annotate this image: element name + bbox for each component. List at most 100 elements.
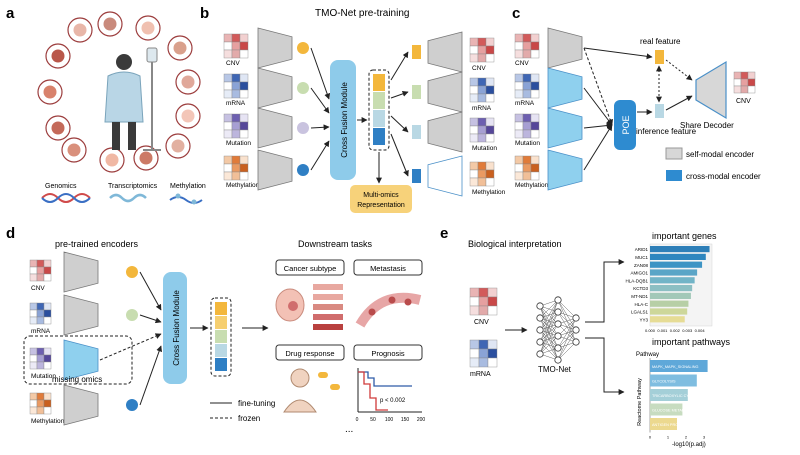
d-input-grid-3-cell: [29, 399, 38, 408]
pathway-xlabel: -log10(p.adj): [672, 442, 706, 448]
b-latent-dot-2: [297, 122, 309, 134]
methylation-icon: [169, 193, 203, 205]
net-edge: [557, 329, 577, 361]
b-input-grid-1-cell: [239, 73, 249, 83]
b-input-grid-1-cell: [223, 73, 233, 83]
e-input-grid-mrna-cell: [469, 348, 480, 359]
panel-label-b: b: [200, 5, 209, 22]
pathway-label-2: TRICARBOXYLIC CYCLE: [652, 394, 697, 398]
dna-icon-strand: [41, 193, 91, 203]
b-latent-dot-1: [297, 82, 309, 94]
inference-feature-label: inference feature: [636, 127, 697, 136]
d-input-grid-2-cell: [43, 347, 52, 356]
panel-d: pre-trained encoders CNVmRNAMutationMeth…: [23, 239, 426, 435]
c-input-grid-2-cell: [522, 121, 532, 131]
b-input-grid-0-cell: [231, 41, 241, 51]
b-dot-to-fusion-arrow: [310, 124, 330, 131]
b-output-grid-3: [469, 161, 495, 187]
km-x-tick: 0: [356, 417, 359, 423]
d-input-grid-1-cell: [43, 309, 52, 318]
b-decoder-1: [427, 71, 463, 113]
panel-b-title: TMO-Net pre-training: [315, 8, 409, 19]
d-input-grid-0-cell: [43, 273, 52, 282]
task-cancer-subtype: Cancer subtype: [284, 264, 337, 273]
d-input-grid-3-cell: [36, 392, 45, 401]
c-output-grid-cell: [733, 71, 742, 80]
d-input-label: CNV: [31, 285, 45, 292]
km-curve-low-risk: [358, 371, 412, 387]
d-input-grid-0-cell: [29, 273, 38, 282]
net-node: [572, 326, 580, 334]
pathway-tick-2: 2: [685, 435, 688, 440]
real-to-decoder-arrow: [665, 59, 693, 81]
b-output-grid-0-cell: [477, 45, 487, 55]
pathway-bar-2: [650, 389, 688, 401]
d-input-grid-3-cell: [43, 399, 52, 408]
panel-label-a: a: [6, 5, 15, 22]
d-input-grid-1-cell: [43, 302, 52, 311]
pathway-bar-4: [650, 418, 677, 430]
b-output-grid-1: [469, 77, 495, 103]
c-input-grid-3: [514, 155, 540, 181]
e-input-grid-cnv-cell: [469, 287, 480, 298]
b-output-grid-3-cell: [485, 161, 495, 171]
b-input-grid-2-cell: [231, 129, 241, 139]
gene-label-8: LGALS1: [631, 310, 649, 315]
organ-icon-fill: [173, 41, 187, 55]
b-output-grid-3-cell: [485, 169, 495, 179]
multiomics-representation-box: [350, 185, 412, 213]
net-edge: [557, 317, 577, 337]
b-output-grid-0-cell: [469, 53, 479, 63]
b-input-label: Methylation: [226, 182, 260, 189]
b-output-grid-1-cell: [469, 77, 479, 87]
net-node: [554, 308, 562, 316]
d-feature-block-2: [215, 330, 227, 343]
c-output-grid-cell: [740, 78, 749, 87]
c-input-grid-2: [514, 113, 540, 139]
c-input-grid-0-cell: [522, 33, 532, 43]
gene-tick-3: 0.003: [682, 328, 693, 333]
b-output-grid-2-cell: [469, 125, 479, 135]
e-input-grid-mrna-cell: [487, 357, 498, 368]
km-x-tick: 200: [417, 417, 426, 423]
b-output-grid-2: [469, 117, 495, 143]
net-node: [554, 344, 562, 352]
d-latent-dot-1: [126, 309, 138, 321]
b-latent-dot-0: [297, 42, 309, 54]
e-input-grid-mrna-cell: [478, 348, 489, 359]
b-input-grid-3-cell: [239, 155, 249, 165]
d-cross-fusion-module: [163, 272, 187, 384]
pathway-tick-3: 3: [703, 435, 706, 440]
net-edge: [557, 317, 577, 361]
organ-icon-fill: [73, 23, 87, 37]
omics-label-genomics: Genomics: [45, 183, 77, 190]
b-input-grid-3-cell: [239, 163, 249, 173]
b-output-grid-3-cell: [469, 177, 479, 187]
c-input-grid-2-cell: [514, 113, 524, 123]
b-encoder-1: [257, 67, 293, 109]
d-input-grid-0-cell: [29, 259, 38, 268]
e-input-label: mRNA: [470, 371, 491, 378]
b-output-grid-2-cell: [477, 117, 487, 127]
b-input-grid-2-cell: [231, 113, 241, 123]
d-input-grid-1-cell: [29, 309, 38, 318]
b-output-grid-2-cell: [477, 125, 487, 135]
net-edge: [539, 323, 559, 355]
task-drug-response: Drug response: [285, 349, 334, 358]
b-input-grid-0-cell: [223, 41, 233, 51]
c-encoder-to-poe-arrow: [583, 122, 613, 129]
legend-cross-swatch: [666, 170, 682, 181]
organ-icon-fill: [171, 139, 185, 153]
d-to-fusion-arrow: [139, 314, 162, 324]
net-edge: [539, 335, 559, 355]
b-input-grid-3-cell: [231, 155, 241, 165]
omics-label-transcriptomics: Transcriptomics: [108, 183, 158, 190]
e-input-grid-cnv: [469, 287, 498, 316]
d-input-grid-1-cell: [29, 316, 38, 325]
b-feature-block-0: [373, 74, 385, 91]
b-input-grid-2: [223, 113, 249, 139]
b-input-grid-1-cell: [239, 81, 249, 91]
d-feature-stack-border: [210, 297, 232, 377]
c-input-grid-3-cell: [530, 155, 540, 165]
